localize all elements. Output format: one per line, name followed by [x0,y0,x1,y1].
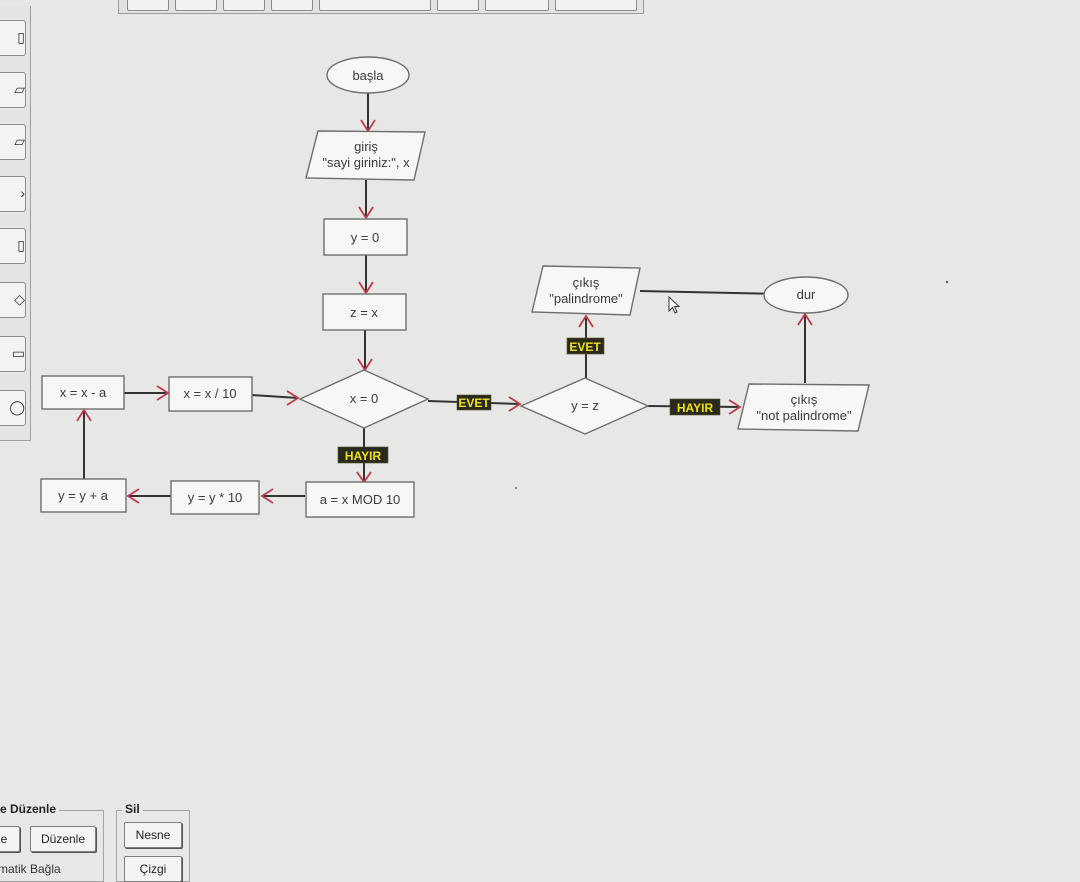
decision-x-zero[interactable]: x = 0 [298,369,430,429]
tag-yes-vertical-text: EVET [569,340,601,354]
auto-connect-label: matik Bağla [0,862,61,876]
toolbar-button[interactable] [485,0,549,11]
tag-no-vertical-text: HAYIR [345,449,382,463]
process-y-init-label: y = 0 [351,230,380,245]
delete-object-button[interactable]: Nesne [124,822,182,848]
output-palindrome[interactable]: çıkış "palindrome" [531,265,641,316]
output-palindrome-line1: çıkış [573,275,600,290]
delete-line-button[interactable]: Çizgi [124,856,182,882]
process-y-init[interactable]: y = 0 [323,218,408,256]
flow-connectors [83,93,806,497]
mouse-cursor-icon [668,296,681,314]
decision-y-equals-z[interactable]: y = z [519,377,650,435]
end-terminal[interactable]: dur [763,276,849,314]
tag-yes-horizontal-text: EVET [458,396,490,410]
edit-button[interactable]: Düzenle [30,826,96,852]
tag-no-horizontal: HAYIR [669,398,721,416]
tool-input-button[interactable]: ▱ [0,72,26,108]
input-box[interactable]: giriş "sayi giriniz:", x [305,130,426,181]
decision-y-equals-z-label: y = z [571,398,599,413]
output-not-palindrome-line2: "not palindrome" [756,408,852,423]
tag-no-vertical: HAYIR [337,446,389,464]
start-terminal[interactable]: başla [326,56,410,94]
shape-icon: ▯ [17,237,25,253]
output-palindrome-line2: "palindrome" [549,291,623,306]
tool-terminal-button[interactable]: ◯ [0,390,26,426]
tag-yes-horizontal: EVET [456,394,492,411]
process-divide-label: x = x / 10 [183,386,236,401]
stray-dot [515,487,517,489]
toolbar-button[interactable] [437,0,479,11]
output-not-palindrome[interactable]: çıkış "not palindrome" [737,383,870,432]
tool-process-button[interactable]: ▯ [0,20,26,56]
input-label-line1: giriş [354,139,378,154]
process-mod[interactable]: a = x MOD 10 [305,481,415,518]
process-add-label: y = y + a [58,488,109,503]
ellipse-icon: ◯ [9,399,25,415]
end-label: dur [797,287,816,302]
tool-decision-button[interactable]: ◇ [0,282,26,318]
toolbar-button[interactable] [223,0,265,11]
process-subtract-label: x = x - a [60,385,107,400]
stray-dot [945,280,949,284]
diamond-icon: ◇ [14,291,25,307]
process-z-assign[interactable]: z = x [322,293,407,331]
process-multiply[interactable]: y = y * 10 [170,480,260,515]
tool-connector-button[interactable]: › [0,176,26,212]
toolbar-button[interactable] [555,0,637,11]
arrow-heads [76,119,813,504]
process-mod-label: a = x MOD 10 [320,492,401,507]
toolbar-button[interactable] [127,0,169,11]
box-icon: ▭ [11,345,25,361]
edit-group-title: e Düzenle [0,802,60,816]
process-divide[interactable]: x = x / 10 [168,376,253,412]
tag-yes-vertical: EVET [566,337,605,355]
top-toolbar [118,0,644,14]
parallelogram-icon: ▱ [14,81,25,97]
rectangle-icon: ▯ [17,29,25,45]
process-add[interactable]: y = y + a [40,478,127,513]
tool-box-button[interactable]: ▭ [0,336,26,372]
toolbar-button[interactable] [175,0,217,11]
decision-x-zero-label: x = 0 [350,391,379,406]
process-z-assign-label: z = x [350,305,378,320]
edit-partial-button[interactable]: e [0,826,20,852]
output-not-palindrome-line1: çıkış [791,392,818,407]
tool-output-button[interactable]: ▱ [0,124,26,160]
delete-group-title: Sil [122,802,143,816]
input-label-line2: "sayi giriniz:", x [322,155,410,170]
tag-no-horizontal-text: HAYIR [677,401,714,415]
process-multiply-label: y = y * 10 [188,490,243,505]
parallelogram-icon: ▱ [14,133,25,149]
toolbar-button[interactable] [319,0,431,11]
process-subtract[interactable]: x = x - a [41,375,125,410]
toolbar-button[interactable] [271,0,313,11]
arrow-icon: › [20,185,25,201]
tool-shape-button[interactable]: ▯ [0,228,26,264]
start-label: başla [352,68,384,83]
